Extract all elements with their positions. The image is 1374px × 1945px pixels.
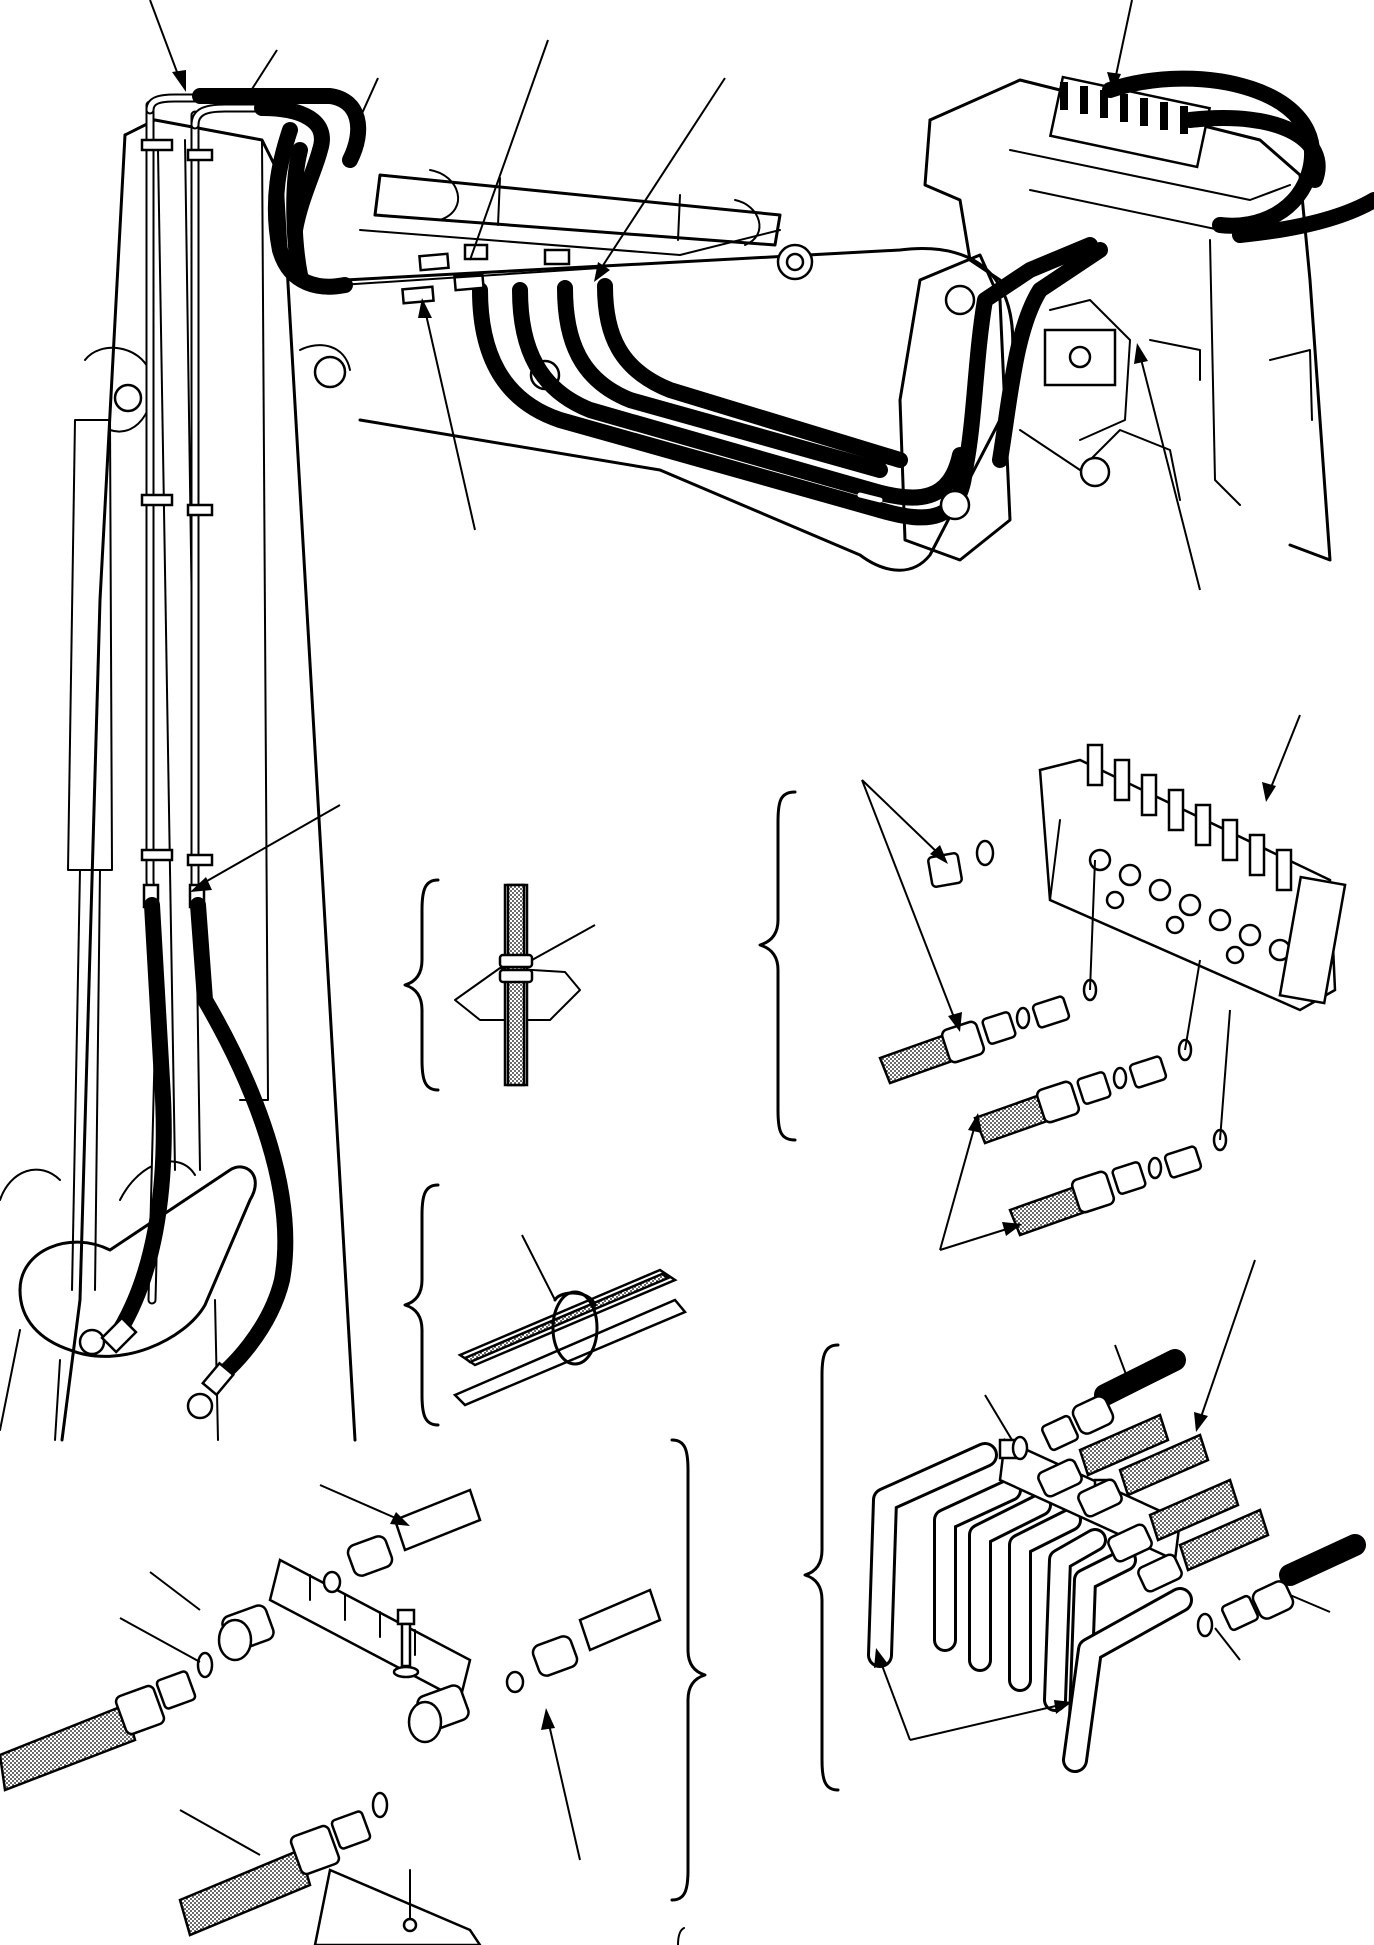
valve-hose-middle bbox=[973, 959, 1201, 1145]
brace-icon bbox=[403, 1183, 440, 1427]
brace-icon bbox=[803, 1343, 840, 1792]
top-pipes bbox=[145, 88, 367, 295]
valve-hose-lower bbox=[1008, 1009, 1231, 1237]
main-leaders bbox=[149, 0, 1201, 892]
block-detail bbox=[0, 1438, 707, 1945]
bottom-mark bbox=[677, 1927, 685, 1945]
arm-pipes bbox=[140, 100, 214, 1305]
clamp-detail bbox=[403, 878, 596, 1092]
valve-detail bbox=[758, 714, 1347, 1251]
brace-icon bbox=[670, 1438, 707, 1902]
main-view bbox=[0, 0, 1374, 1442]
manifold-detail bbox=[803, 1259, 1366, 1792]
brace-icon bbox=[403, 878, 440, 1092]
valve-detail-spools bbox=[1086, 743, 1293, 892]
control-valve-assembly bbox=[898, 70, 1374, 562]
boom-hoses bbox=[339, 237, 1108, 526]
brace-icon bbox=[758, 790, 797, 1142]
arm bbox=[0, 118, 357, 1442]
band-detail bbox=[403, 1183, 688, 1427]
arm-hoses bbox=[100, 897, 294, 1397]
